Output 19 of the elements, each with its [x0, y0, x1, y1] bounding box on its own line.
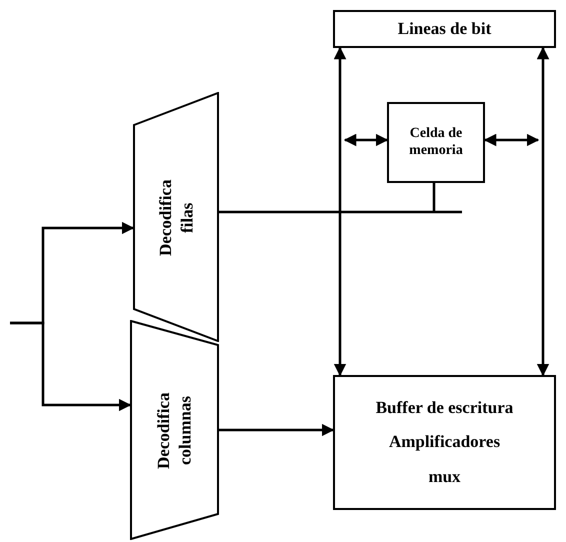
- arrow: [536, 46, 550, 376]
- box-label: mux: [428, 466, 461, 488]
- memory-cell-box: [387, 102, 485, 183]
- box-label: Lineas de bit: [398, 18, 492, 40]
- arrow: [334, 46, 346, 376]
- connector-line: [218, 182, 464, 214]
- bit-lines-box: [333, 10, 556, 48]
- cell-label: Celda de memoria: [408, 126, 464, 160]
- buffer-box: [333, 375, 556, 510]
- decoder-label: Decodifica filas: [154, 178, 197, 258]
- arrow: [344, 134, 388, 146]
- arrow: [219, 424, 334, 436]
- decoder-label: Decodifica columnas: [153, 390, 196, 471]
- decoder-trapezoid: [133, 92, 219, 342]
- decoder-trapezoid: [130, 320, 219, 540]
- arrow: [484, 134, 540, 146]
- arrow: [10, 322, 132, 412]
- box-label: Buffer de escritura: [376, 398, 514, 418]
- box-label: Amplificadores: [388, 432, 500, 453]
